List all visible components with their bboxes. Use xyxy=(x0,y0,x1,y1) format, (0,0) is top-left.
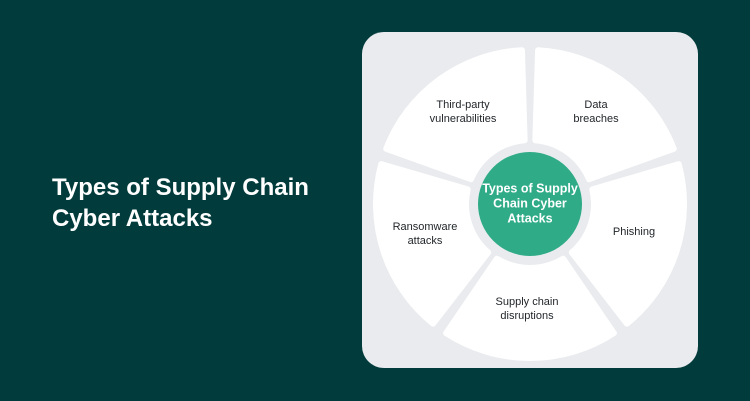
diagram-card: Third-party vulnerabilities Data breache… xyxy=(362,32,698,368)
segment-label-ransomware-attacks: Ransomware attacks xyxy=(392,221,458,247)
hub-circle xyxy=(478,152,582,256)
segment-data-breaches xyxy=(532,47,677,183)
hub-label: Types of Supply Chain Cyber Attacks xyxy=(482,181,578,226)
segment-phishing xyxy=(568,161,687,327)
segment-label-phishing: Phishing xyxy=(612,226,656,238)
segment-label-supply-chain-disruptions: Supply chain disruptions xyxy=(495,296,559,322)
segment-wheel xyxy=(373,47,687,361)
segment-supply-chain-disruptions xyxy=(443,255,617,361)
segment-label-third-party-vulnerabilities: Third-party vulnerabilities xyxy=(429,99,497,125)
segment-label-data-breaches: Data breaches xyxy=(573,99,619,125)
segment-third-party-vulnerabilities xyxy=(383,47,528,183)
segment-ransomware-attacks xyxy=(373,161,492,327)
page-title: Types of Supply Chain Cyber Attacks xyxy=(52,174,309,232)
